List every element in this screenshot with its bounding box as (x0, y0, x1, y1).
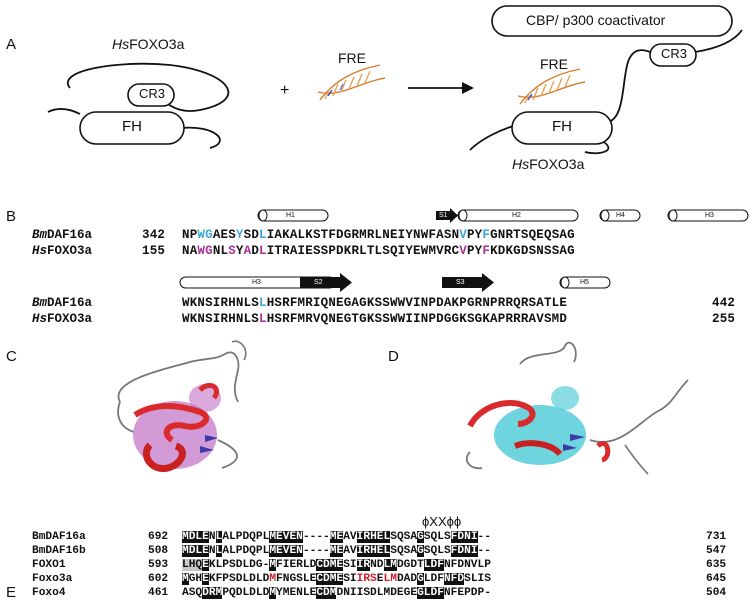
align-name-4: Foxo4 (32, 587, 66, 599)
ss-label-h4: H4 (616, 212, 625, 219)
strand-s1-glyph (436, 208, 458, 223)
panel-label-d: D (388, 348, 399, 365)
align-end-4: 504 (706, 587, 727, 599)
panel-label-c: C (6, 348, 17, 365)
alignment-row-2: LHQEKLPSDLDG-MFIERLDCDMESIIRNDLMDGDTLDFN… (182, 559, 491, 571)
seq-start-bmdaf16a-r1: 342 (142, 228, 166, 242)
right-fre-dna-icon (517, 68, 586, 105)
seq-name-bmdaf16a-r1: BmDAF16a (32, 228, 93, 242)
ss-label-h3-bottom: H3 (252, 279, 261, 286)
right-protein-linker (607, 49, 651, 123)
helix-h2-glyph (457, 209, 579, 222)
surface-c (133, 401, 217, 469)
right-cr3-box (649, 43, 697, 67)
alignment-block: MDLENLALPDQPLMEVEN----MEAVIRHELSQSAGSQLS… (182, 530, 491, 600)
sequence-bmdaf16a-row2: WKNSIRHNLSLHSRFMRIQNEGAGKSSWWVINPDAKPGRN… (182, 296, 568, 310)
sequence-bmdaf16a-row1: NPWGAESYSDLIAKALKSTFDGRMRLNEIYNWFASNVPYF… (182, 228, 575, 242)
left-protein-title: HsFOXO3a (112, 36, 185, 52)
right-fh-label: FH (552, 118, 572, 135)
panel-label-e: E (6, 584, 17, 601)
seq-start-hsfoxo3a-r1: 155 (142, 244, 166, 258)
reaction-arrow-head (462, 82, 474, 94)
left-fh-label: FH (122, 118, 142, 135)
panel-label-a: A (6, 36, 17, 53)
strand-s2-glyph (300, 273, 352, 292)
right-fre-label: FRE (540, 56, 568, 72)
left-fre-dna-icon (317, 64, 386, 101)
alignment-row-3: MGHEKFPSDLDLDMFNGSLECDMESIIRSELMDADGLDFN… (182, 573, 491, 585)
right-protein-title: HsFOXO3a (512, 156, 585, 172)
strand-c-1 (205, 435, 218, 442)
right-cr3-label: CR3 (661, 46, 688, 61)
alignment-row-4: ASQDRMPQDLDLDMYMENLECDMDNIISDLMDEGEGLDFN… (182, 587, 491, 599)
strand-s3-glyph (442, 273, 494, 292)
alignment-row-0: MDLENLALPDQPLMEVEN----MEAVIRHELSQSAGSQLS… (182, 531, 491, 543)
alignment-starts: 692 508 593 602 461 (148, 530, 168, 600)
helix-d-1 (467, 399, 536, 428)
align-name-3: Foxo3a (32, 573, 73, 585)
alignment-names: BmDAF16a BmDAF16b FOXO1 Foxo3a Foxo4 (32, 530, 86, 600)
panel-label-b: B (6, 208, 17, 225)
align-start-2: 593 (148, 559, 169, 571)
seq-name-hsfoxo3a-r2: HsFOXO3a (32, 312, 93, 326)
align-end-3: 645 (706, 573, 727, 585)
ss-label-h3-top: H3 (705, 212, 714, 219)
ss-label-s1: S1 (439, 212, 448, 219)
strand-d-1 (570, 434, 585, 441)
seq-end-hsfoxo3a-r2: 255 (712, 312, 736, 326)
left-protein-tail (47, 108, 81, 115)
ss-label-s2: S2 (314, 279, 323, 286)
alignment-row-1: MDLENLALPDQPLMEVEN----MEAVIRHELSQSAGSQLS… (182, 545, 491, 557)
helix-h5-glyph (559, 276, 611, 289)
align-start-1: 508 (148, 545, 169, 557)
motif-label: ϕXXϕϕ (422, 514, 462, 529)
align-end-1: 547 (706, 545, 727, 557)
helix-c-2 (142, 442, 186, 473)
align-start-3: 602 (148, 573, 169, 585)
align-end-0: 731 (706, 531, 727, 543)
coactivator-box (491, 5, 733, 37)
sequence-hsfoxo3a-row2: WKNSIRHNLSLHSRFMRVQNEGTGKSSWWIINPDGGKSGK… (182, 312, 568, 326)
left-fh-box (79, 111, 185, 145)
helix-d-2 (513, 440, 563, 457)
align-name-0: BmDAF16a (32, 531, 86, 543)
left-cr3-box (127, 83, 175, 107)
align-start-4: 461 (148, 587, 169, 599)
panel-b-secondary-structure (179, 208, 749, 292)
align-name-2: FOXO1 (32, 559, 66, 571)
seq-name-hsfoxo3a-r1: HsFOXO3a (32, 244, 93, 258)
plus-sign: + (280, 82, 290, 99)
helix-h1-glyph (257, 209, 329, 222)
left-fre-label: FRE (338, 50, 366, 66)
seq-end-bmdaf16a-r2: 442 (712, 296, 736, 310)
align-start-0: 692 (148, 531, 169, 543)
helix-h4-glyph (599, 209, 641, 222)
left-protein-loop-upper (66, 62, 230, 112)
panel-a-diagram (47, 5, 743, 155)
coactivator-label: CBP/ p300 coactivator (526, 12, 666, 28)
left-protein-loop-lower (181, 126, 221, 149)
helix-h3-top-glyph (667, 209, 749, 222)
ss-label-h2: H2 (512, 212, 521, 219)
structure-c (117, 340, 247, 473)
alignment-ends: 731 547 635 645 504 (706, 530, 726, 600)
left-cr3-label: CR3 (139, 86, 166, 101)
sequence-hsfoxo3a-row1: NAWGNLSYADLITRAIESSPDKRLTLSQIYEWMVRCVPYF… (182, 244, 575, 258)
ss-label-h5: H5 (580, 279, 589, 286)
ss-label-s3: S3 (456, 279, 465, 286)
align-name-1: BmDAF16b (32, 545, 86, 557)
right-fh-box (511, 111, 613, 145)
align-end-2: 635 (706, 559, 727, 571)
helix-c-1 (133, 403, 210, 443)
structure-d (465, 341, 689, 475)
structure-panels (117, 340, 689, 475)
ss-label-h1: H1 (286, 212, 295, 219)
seq-name-bmdaf16a-r2: BmDAF16a (32, 296, 93, 310)
